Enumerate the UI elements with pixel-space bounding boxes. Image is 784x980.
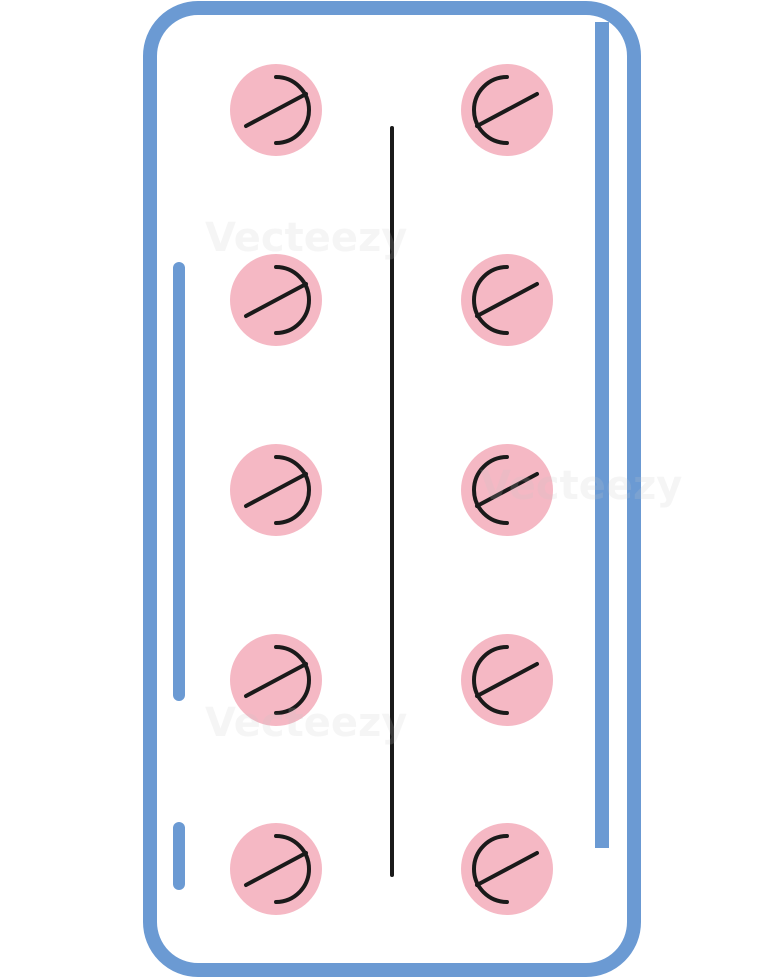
pill-arc-mark xyxy=(274,455,311,525)
pill xyxy=(230,64,322,156)
pill-score-line xyxy=(475,662,539,698)
pill-score-line xyxy=(244,472,308,508)
pill-arc-mark xyxy=(274,265,311,335)
pill-arc-mark xyxy=(472,75,509,145)
pill-arc-mark xyxy=(472,834,509,904)
pill xyxy=(461,64,553,156)
pill xyxy=(230,254,322,346)
pill xyxy=(461,823,553,915)
pill-score-line xyxy=(244,851,308,887)
pill xyxy=(461,634,553,726)
pill-arc-mark xyxy=(274,75,311,145)
pill xyxy=(461,444,553,536)
pill-score-line xyxy=(475,851,539,887)
pill-arc-mark xyxy=(472,265,509,335)
pill-arc-mark xyxy=(472,455,509,525)
pill xyxy=(461,254,553,346)
pill-arc-mark xyxy=(472,645,509,715)
pill xyxy=(230,444,322,536)
pill-arc-mark xyxy=(274,834,311,904)
pill-score-line xyxy=(475,282,539,318)
pill xyxy=(230,634,322,726)
pill-score-line xyxy=(244,92,308,128)
pill-score-line xyxy=(244,282,308,318)
pill-score-line xyxy=(244,662,308,698)
pill-score-line xyxy=(475,472,539,508)
pill-score-line xyxy=(475,92,539,128)
pill-arc-mark xyxy=(274,645,311,715)
pill xyxy=(230,823,322,915)
